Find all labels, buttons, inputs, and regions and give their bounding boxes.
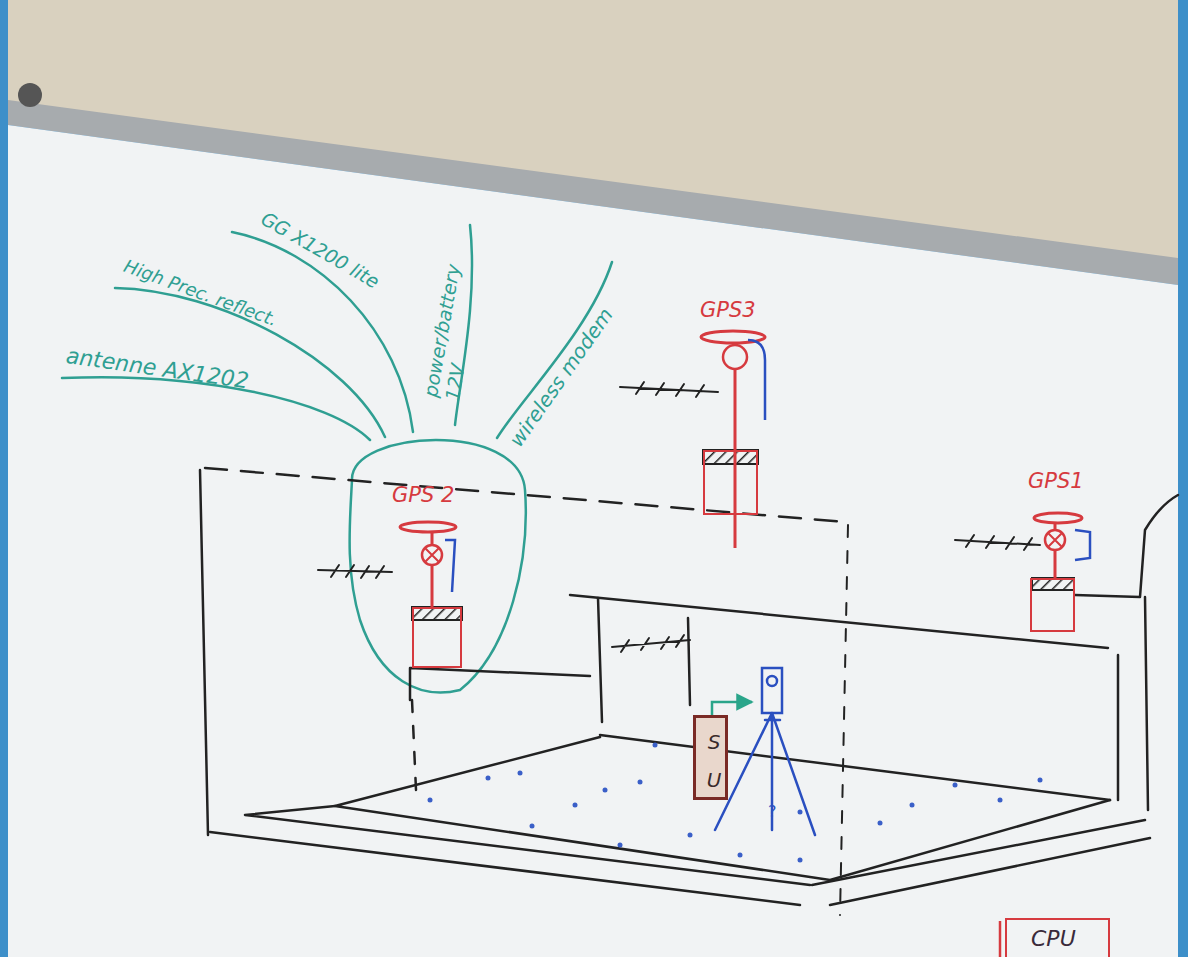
- survey-point: [953, 783, 958, 788]
- roof-line: [410, 668, 590, 700]
- survey-point: [530, 824, 535, 829]
- gps-antenna: [1034, 513, 1082, 523]
- node-label: GPS1: [1028, 469, 1084, 493]
- survey-point: [688, 833, 693, 838]
- mount-hatch: [318, 565, 392, 578]
- node-label: SU: [702, 730, 726, 806]
- gps-2-station: [400, 522, 462, 620]
- wall-line: [200, 470, 208, 835]
- survey-point: [910, 803, 915, 808]
- tripod: [715, 713, 815, 835]
- gps-receiver-box: GPS3: [703, 450, 758, 515]
- base-line: [210, 806, 1150, 905]
- survey-point: [878, 821, 883, 826]
- antenna-pole: [431, 532, 434, 607]
- survey-point: [738, 853, 743, 858]
- gps-3-station: [701, 331, 765, 548]
- floor-line: [600, 735, 1110, 800]
- gps-receiver-box: GPS1: [1030, 578, 1075, 632]
- hatched-lid: [703, 450, 758, 464]
- cpu-box: CPU: [1005, 918, 1110, 957]
- survey-point: [603, 788, 608, 793]
- survey-point: [428, 798, 433, 803]
- survey-point: [798, 858, 803, 863]
- component-callout: High Prec. reflect.: [121, 256, 280, 331]
- total-station: [715, 668, 815, 835]
- component-bubble: [350, 440, 526, 692]
- instrument-lens: [767, 676, 777, 686]
- survey-point: [618, 843, 623, 848]
- component-callout: GG X1200 lite: [257, 208, 383, 293]
- link-arrow: [712, 702, 752, 715]
- wall-line: [1117, 655, 1120, 800]
- antenna-pole: [734, 343, 737, 548]
- survey-point: [638, 780, 643, 785]
- component-callout: antenne AX1202: [64, 343, 250, 394]
- survey-point: [798, 810, 803, 815]
- component-callout: power/battery 12V: [420, 237, 491, 402]
- survey-point: [486, 776, 491, 781]
- sensor-unit-box: SU: [693, 715, 728, 800]
- whiteboard: [8, 125, 1178, 957]
- cpu-double-edge: [999, 921, 1002, 957]
- hidden-edge: [840, 525, 848, 915]
- reflector-symbol: [723, 345, 747, 369]
- roof-line: [570, 595, 1108, 648]
- building-outline: [200, 468, 1178, 915]
- hidden-edge: [412, 700, 416, 790]
- reflector-symbol: [1045, 530, 1065, 550]
- survey-point: [518, 771, 523, 776]
- reflector-cross: [425, 548, 439, 562]
- antenna-cable: [748, 340, 765, 420]
- antenna-cable: [1075, 530, 1090, 560]
- hatch-marks: [318, 382, 1040, 652]
- reflector-cross: [1048, 533, 1062, 547]
- mount-hatch: [620, 382, 718, 397]
- leader-line: [497, 262, 612, 438]
- survey-point: [1038, 778, 1043, 783]
- survey-point: [998, 798, 1003, 803]
- question-mark: ?: [768, 803, 777, 821]
- node-label: CPU: [1031, 926, 1076, 951]
- antenna-cable: [445, 540, 455, 592]
- reflector-symbol: [422, 545, 442, 565]
- gps-receiver-box: GPS 2: [412, 607, 462, 668]
- instrument-body: [762, 668, 782, 713]
- survey-point: [573, 803, 578, 808]
- wall-hook: [18, 83, 42, 107]
- gps-antenna: [400, 522, 456, 532]
- node-label: GPS 2: [392, 483, 454, 507]
- node-label: GPS3: [700, 298, 756, 322]
- mount-hatch: [955, 535, 1040, 550]
- wall-line: [598, 598, 690, 722]
- component-callout: wireless modem: [505, 304, 618, 451]
- floor-points: [428, 743, 1043, 863]
- wall-line: [1075, 495, 1178, 810]
- mount-hatch: [612, 635, 690, 652]
- survey-point: [653, 743, 658, 748]
- mind-map: [62, 225, 612, 692]
